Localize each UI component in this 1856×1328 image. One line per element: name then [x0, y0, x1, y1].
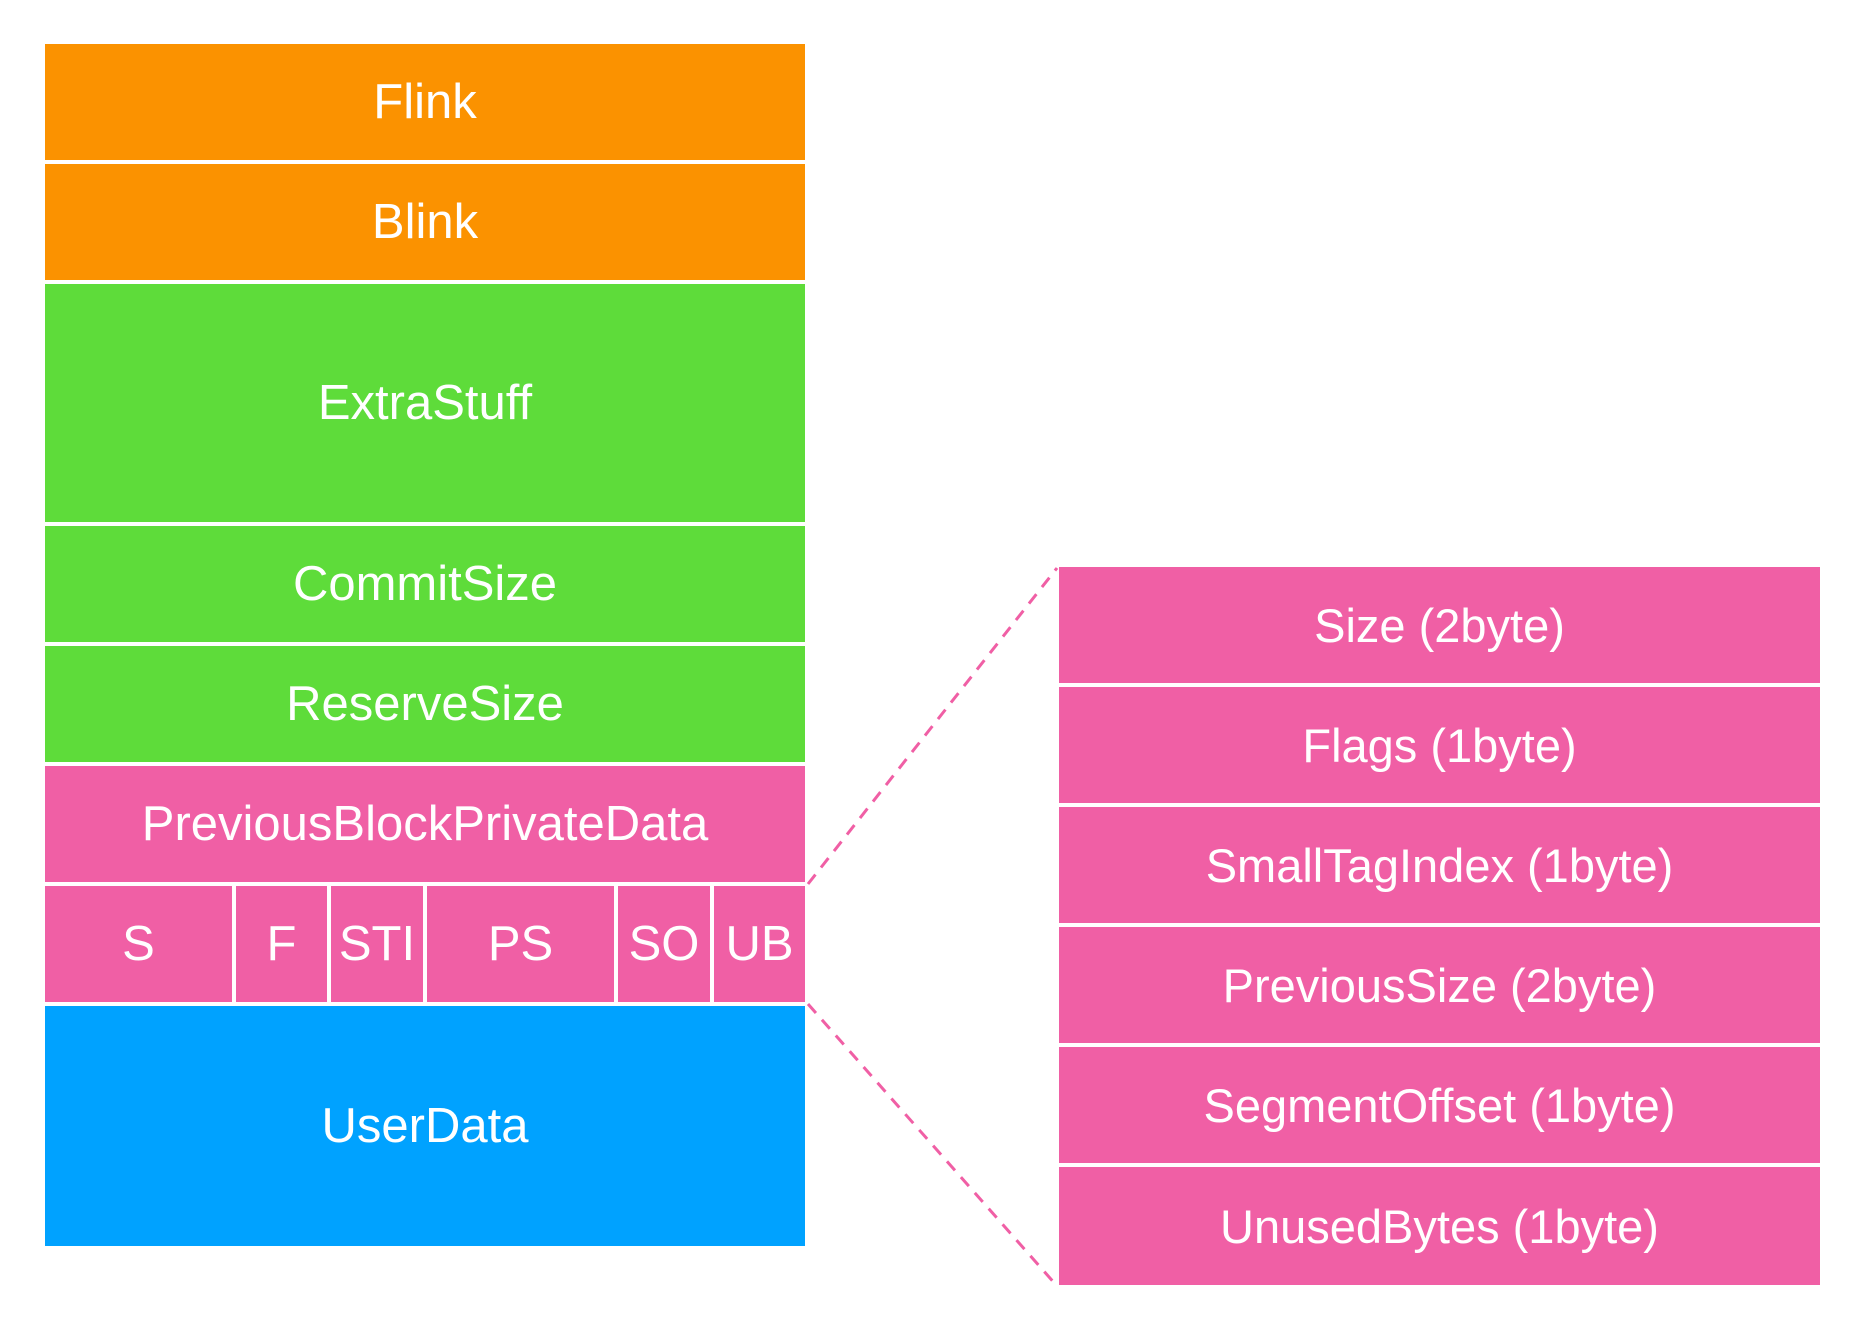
header-field-ub-label: UB: [725, 917, 794, 971]
detail-field-unusedbytes-label: UnusedBytes (1byte): [1220, 1199, 1659, 1253]
commitsize-block: CommitSize: [45, 526, 805, 642]
header-field-s: S: [45, 886, 232, 1002]
reservesize-block: ReserveSize: [45, 646, 805, 762]
previous-block-private-data-block: PreviousBlockPrivateData: [45, 766, 805, 882]
detail-field-previoussize: PreviousSize (2byte): [1059, 927, 1820, 1043]
detail-field-flags-label: Flags (1byte): [1302, 718, 1577, 772]
header-field-ps: PS: [427, 886, 614, 1002]
detail-field-segmentoffset-label: SegmentOffset (1byte): [1203, 1078, 1676, 1132]
reservesize-label: ReserveSize: [286, 677, 564, 731]
detail-field-size: Size (2byte): [1059, 567, 1820, 683]
header-field-sti: STI: [331, 886, 423, 1002]
detail-field-unusedbytes: UnusedBytes (1byte): [1059, 1167, 1820, 1285]
detail-field-previoussize-label: PreviousSize (2byte): [1222, 958, 1657, 1012]
extrastuff-label: ExtraStuff: [317, 376, 533, 430]
commitsize-label: CommitSize: [292, 557, 558, 611]
flink-block: Flink: [45, 44, 805, 160]
header-field-s-label: S: [122, 917, 155, 971]
detail-field-smalltagindex-label: SmallTagIndex (1byte): [1205, 838, 1674, 892]
header-field-sti-label: STI: [338, 917, 416, 971]
userdata-block: UserData: [45, 1006, 805, 1246]
detail-field-smalltagindex: SmallTagIndex (1byte): [1059, 807, 1820, 923]
zoom-connector-bottom: [806, 1003, 1059, 1287]
flink-label: Flink: [373, 75, 477, 129]
detail-field-segmentoffset: SegmentOffset (1byte): [1059, 1047, 1820, 1163]
zoom-connector-top: [806, 567, 1059, 885]
header-field-so: SO: [618, 886, 710, 1002]
header-field-f: F: [236, 886, 327, 1002]
header-field-ub: UB: [714, 886, 805, 1002]
detail-field-size-label: Size (2byte): [1314, 598, 1565, 652]
blink-block: Blink: [45, 164, 805, 280]
detail-field-flags: Flags (1byte): [1059, 687, 1820, 803]
header-field-so-label: SO: [628, 917, 700, 971]
extrastuff-block: ExtraStuff: [45, 284, 805, 522]
header-field-ps-label: PS: [487, 917, 554, 971]
previous-block-private-data-label: PreviousBlockPrivateData: [141, 797, 709, 851]
userdata-label: UserData: [321, 1099, 529, 1153]
header-field-f-label: F: [266, 917, 297, 971]
blink-label: Blink: [371, 195, 479, 249]
